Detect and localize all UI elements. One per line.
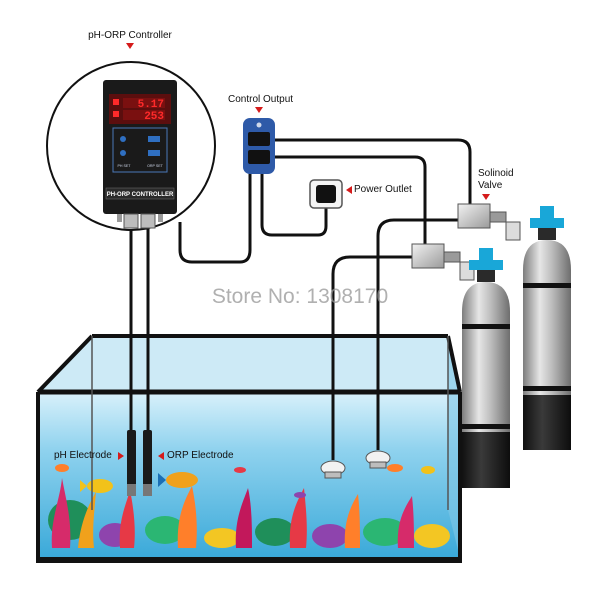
controller-nameplate: PH-ORP CONTROLLER bbox=[107, 192, 174, 198]
reef-decoration bbox=[48, 478, 450, 548]
fish bbox=[55, 464, 69, 472]
co2-diffusers bbox=[320, 450, 391, 479]
control-output-arrow bbox=[255, 107, 263, 113]
fish bbox=[421, 466, 435, 474]
solenoid-valve-label-line2: Valve bbox=[478, 180, 503, 191]
button-left-down[interactable] bbox=[120, 150, 126, 156]
cables bbox=[129, 138, 472, 460]
solenoid2-cable bbox=[270, 155, 427, 244]
co2-line-1 bbox=[376, 218, 460, 450]
bnc-connector-orp bbox=[140, 213, 156, 229]
solenoid-valve-label-line1: Solinoid bbox=[478, 168, 514, 179]
fish bbox=[234, 467, 246, 473]
electrodes bbox=[127, 430, 152, 496]
ph-electrode-label: pH Electrode bbox=[54, 450, 112, 461]
power-outlet-label: Power Outlet bbox=[354, 184, 412, 195]
store-watermark: Store No: 1308170 bbox=[211, 285, 389, 308]
ph-set-label: PH SET bbox=[118, 164, 132, 168]
button-right-up[interactable] bbox=[148, 136, 160, 142]
co2-line-2 bbox=[331, 255, 414, 460]
solenoid-valve-2 bbox=[411, 243, 475, 281]
solenoid-valve-1 bbox=[457, 203, 521, 241]
fish bbox=[87, 479, 113, 493]
fish bbox=[387, 464, 403, 472]
control-output-label: Control Output bbox=[228, 94, 294, 105]
fish bbox=[166, 472, 198, 488]
controller-power-cable bbox=[178, 168, 252, 264]
button-left-up[interactable] bbox=[120, 136, 126, 142]
solenoid1-cable bbox=[270, 138, 472, 205]
display-top-reading: 5.17 bbox=[138, 99, 164, 111]
power-outlet-arrow bbox=[346, 186, 352, 194]
fish bbox=[294, 492, 306, 498]
button-right-down[interactable] bbox=[148, 150, 160, 156]
outlet-cable bbox=[260, 172, 328, 237]
fish-group bbox=[55, 464, 435, 498]
display-bottom-reading: 253 bbox=[144, 111, 164, 123]
aquarium bbox=[36, 334, 462, 563]
ph-electrode-arrow bbox=[118, 452, 124, 460]
orp-set-label: ORP SET bbox=[147, 164, 164, 168]
tank-frame bbox=[36, 334, 462, 563]
power-outlet-socket bbox=[309, 179, 343, 209]
controller-callout: 5.17 253 PH SET ORP SET PH-ORP CONTROLLE… bbox=[46, 61, 216, 231]
control-output-socket bbox=[243, 118, 275, 174]
co2-cylinder-back bbox=[523, 206, 571, 450]
orp-electrode-label: ORP Electrode bbox=[167, 450, 234, 461]
controller-title-arrow bbox=[126, 43, 134, 49]
water-surface bbox=[38, 336, 460, 392]
bnc-connector-ph bbox=[123, 213, 139, 229]
ph-electrode bbox=[127, 430, 136, 490]
solenoid-valve-arrow bbox=[482, 194, 490, 200]
co2-cylinder-front bbox=[462, 248, 510, 488]
controller-title-label: pH-ORP Controller bbox=[88, 30, 172, 41]
orp-electrode-arrow bbox=[158, 452, 164, 460]
orp-electrode bbox=[143, 430, 152, 490]
